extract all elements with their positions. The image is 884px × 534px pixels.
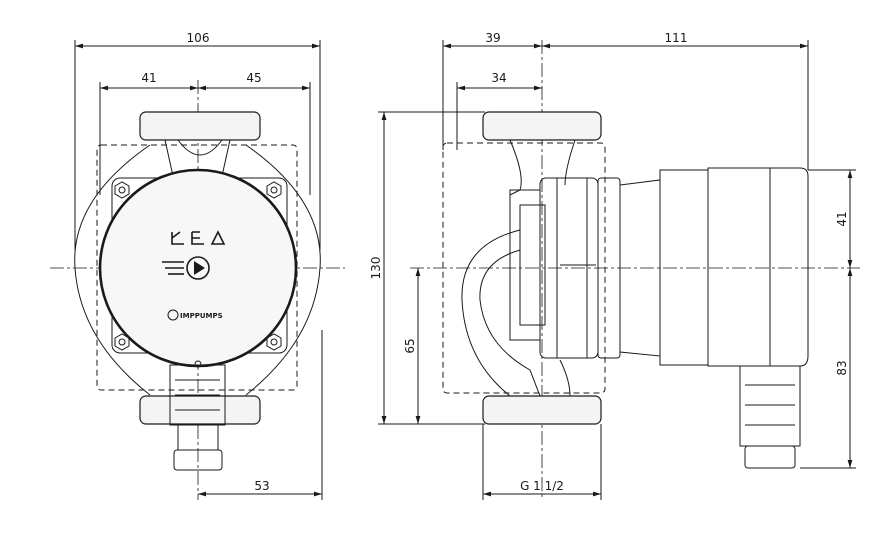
side-motor-case — [707, 167, 771, 367]
front-bolts — [114, 181, 282, 351]
svg-text:IMPPUMPS: IMPPUMPS — [180, 312, 223, 320]
side-top-neck — [509, 139, 522, 196]
dim-side-top-right-label: 111 — [665, 31, 688, 45]
dim-side-right-lower-label: 83 — [835, 360, 849, 375]
side-view: 39 111 34 130 65 41 83 G 1 1/2 — [369, 31, 860, 500]
dim-side-height-label: 130 — [369, 257, 383, 280]
dim-side-inner-label: 34 — [491, 71, 506, 85]
front-housing-outline — [96, 144, 298, 391]
dim-front-bottom-label: 53 — [254, 479, 269, 493]
side-volute-curve — [461, 229, 521, 397]
side-gland-nut — [744, 445, 796, 469]
dim-side-top-left-label: 39 — [485, 31, 500, 45]
front-gland-nut — [173, 449, 223, 471]
side-motor-body — [659, 169, 709, 366]
front-view: IMPPUMPS 106 41 45 53 — [50, 31, 345, 500]
front-housing-right-curve — [245, 144, 321, 396]
side-motor-cap — [769, 167, 809, 367]
brand-logo: IMPPUMPS — [167, 309, 223, 321]
front-cover-screw — [194, 360, 202, 368]
dim-front-width-label: 106 — [187, 31, 210, 45]
side-top-flange — [482, 111, 602, 141]
dim-side-inlet-label: 65 — [403, 338, 417, 353]
dim-front-right-label: 45 — [246, 71, 261, 85]
front-housing-left-curve — [74, 144, 151, 396]
dim-thread-label: G 1 1/2 — [520, 479, 564, 493]
front-top-flange — [139, 111, 261, 141]
side-pump-face — [509, 189, 541, 341]
side-bottom-flange — [482, 395, 602, 425]
side-terminal-box — [739, 365, 801, 447]
mode-symbols-icon — [171, 230, 226, 245]
side-housing-outline — [442, 142, 606, 394]
dim-front-left-label: 41 — [141, 71, 156, 85]
dim-side-right-upper-label: 41 — [835, 211, 849, 226]
play-button-icon — [162, 256, 210, 280]
